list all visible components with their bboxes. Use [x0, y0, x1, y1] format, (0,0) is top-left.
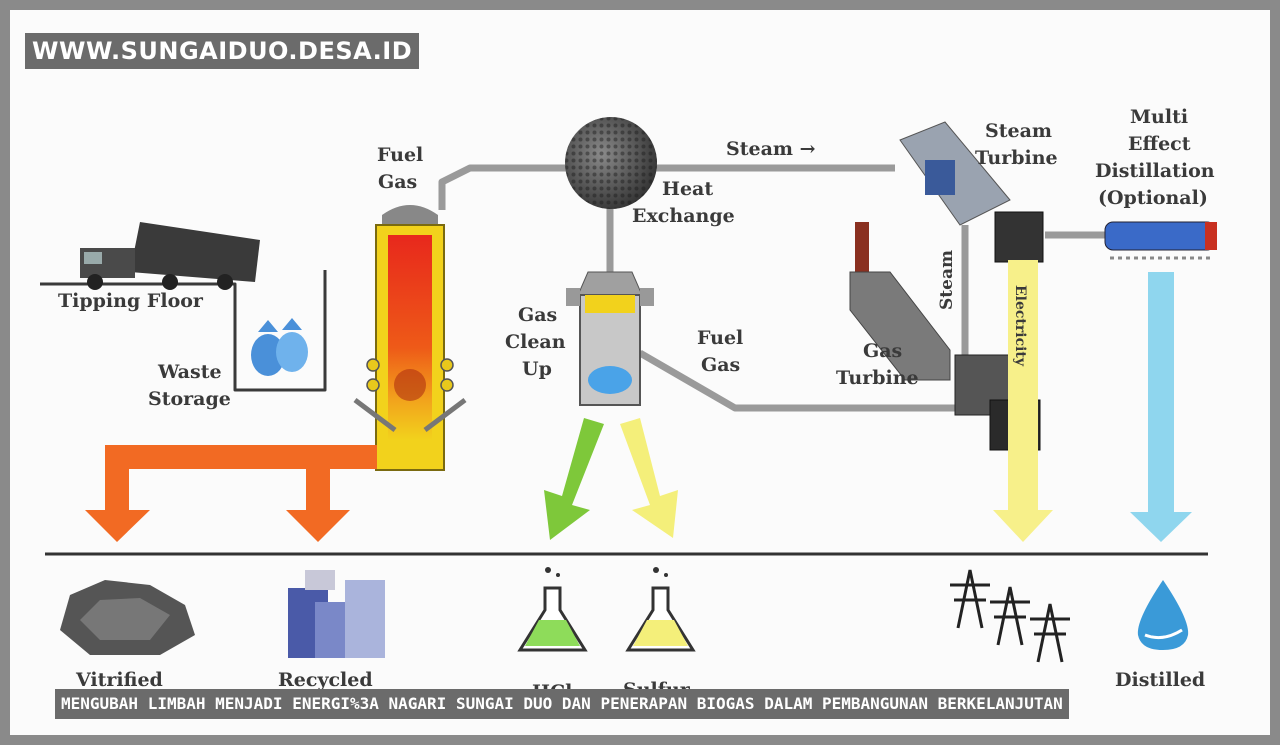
- site-watermark-badge: WWW.SUNGAIDUO.DESA.ID: [25, 33, 420, 69]
- label-fuel-gas-mid-1: Fuel: [697, 327, 743, 349]
- steam-turbine-machine: [899, 121, 1044, 263]
- label-med-3: Distillation: [1095, 160, 1215, 182]
- label-heat-exchange-2: Exchange: [632, 205, 735, 227]
- label-steam-turbine-1: Steam: [985, 120, 1052, 142]
- dump-truck-icon: [80, 222, 260, 290]
- diagram-labels: Tipping Floor Waste Storage Fuel Gas Hea…: [58, 106, 1215, 703]
- label-steam-top: Steam →: [726, 138, 816, 160]
- heat-exchanger-sphere: [565, 117, 657, 209]
- power-towers-icon: [950, 569, 1070, 663]
- waste-to-energy-diagram: Tipping Floor Waste Storage Fuel Gas Hea…: [40, 106, 1217, 703]
- label-med-2: Effect: [1128, 133, 1191, 155]
- label-med-1: Multi: [1130, 106, 1188, 128]
- label-waste-storage-2: Storage: [148, 388, 231, 410]
- distilled-water-column: [1130, 272, 1192, 542]
- orange-output-arrows: [85, 445, 377, 542]
- cleanup-output-arrows: [544, 418, 678, 540]
- pipe-fuel-gas-mid: [638, 349, 960, 412]
- label-out-distilled: Distilled: [1115, 669, 1205, 691]
- label-electricity-vertical: Electricity: [1012, 285, 1028, 367]
- waste-bags-icon: [251, 318, 308, 376]
- article-title-caption: MENGUBAH LIMBAH MENJADI ENERGI%3A NAGARI…: [55, 689, 1069, 719]
- pipe-fuel-gas-top: [438, 164, 570, 210]
- label-steam-turbine-2: Turbine: [975, 147, 1058, 169]
- label-heat-exchange-1: Heat: [662, 178, 713, 200]
- label-waste-storage-1: Waste: [157, 361, 222, 383]
- water-drop-icon: [1137, 580, 1189, 650]
- label-out-vitrified: Vitrified: [75, 669, 163, 691]
- label-gas-cleanup-3: Up: [522, 358, 552, 380]
- recycled-metals-icon: [288, 570, 385, 658]
- gas-cleanup-vessel: [566, 271, 654, 406]
- label-steam-vertical: Steam: [937, 250, 957, 310]
- vitrified-slag-icon: [60, 580, 195, 655]
- label-gas-turbine-1: Gas: [863, 340, 902, 362]
- pipe-network: [40, 164, 1105, 412]
- hcl-flask-icon: [517, 567, 588, 652]
- label-gas-turbine-2: Turbine: [836, 367, 919, 389]
- sulfur-flask-icon: [625, 567, 696, 652]
- label-med-4: (Optional): [1098, 187, 1208, 209]
- distillation-unit: [1104, 221, 1217, 260]
- label-tipping-floor: Tipping Floor: [58, 290, 204, 312]
- label-gas-cleanup-2: Clean: [505, 331, 566, 353]
- label-fuel-gas-top-2: Gas: [378, 171, 417, 193]
- label-fuel-gas-top-1: Fuel: [377, 144, 423, 166]
- diagram-frame: Tipping Floor Waste Storage Fuel Gas Hea…: [10, 10, 1270, 735]
- label-fuel-gas-mid-2: Gas: [701, 354, 740, 376]
- label-out-recycled: Recycled: [278, 669, 373, 691]
- electricity-column: [993, 260, 1053, 542]
- storage-pit-outline: [40, 270, 327, 392]
- plasma-gasifier: [353, 205, 467, 471]
- label-gas-cleanup-1: Gas: [518, 304, 557, 326]
